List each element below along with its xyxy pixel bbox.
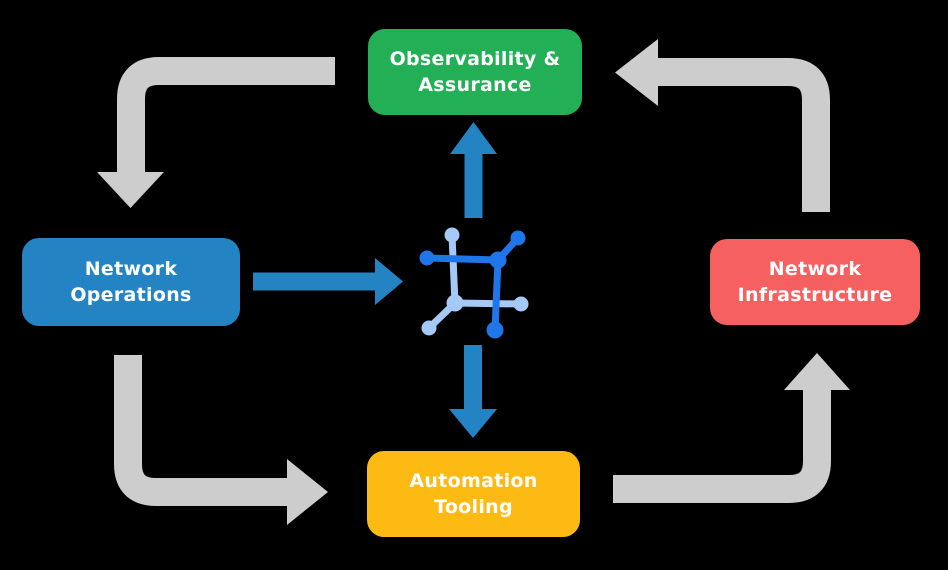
arrow-operations-to-automation: [114, 355, 328, 525]
node-network-infrastructure: Network Infrastructure: [710, 239, 920, 325]
mesh-dark-dots: [419, 230, 526, 339]
node-network-infrastructure-label: Network Infrastructure: [737, 257, 893, 306]
node-observability-assurance-label: Observability & Assurance: [389, 47, 561, 96]
node-network-operations: Network Operations: [22, 238, 240, 326]
node-network-operations-label: Network Operations: [70, 257, 192, 306]
node-automation-tooling-label: Automation Tooling: [409, 469, 538, 518]
arrow-operations-to-icon: [253, 258, 403, 305]
node-observability-assurance: Observability & Assurance: [368, 29, 582, 115]
network-mesh-icon: [419, 227, 529, 339]
node-automation-tooling: Automation Tooling: [367, 451, 580, 537]
arrow-icon-to-automation: [449, 345, 497, 438]
arrow-automation-to-infrastructure: [613, 353, 850, 503]
mesh-light-dots: [421, 227, 529, 336]
arrow-icon-to-observability: [450, 122, 497, 218]
arrow-infrastructure-to-observability: [615, 39, 830, 212]
arrow-observability-to-operations: [97, 57, 335, 208]
